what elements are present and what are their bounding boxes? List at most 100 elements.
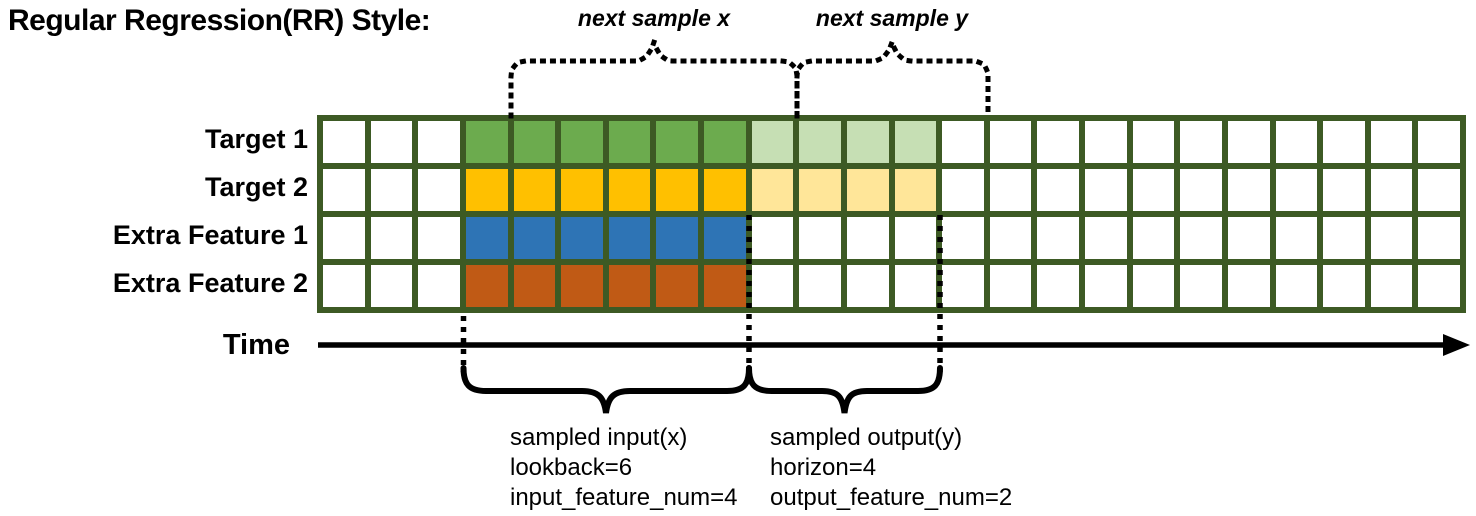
grid-cell — [370, 121, 413, 163]
grid-cell — [561, 217, 603, 259]
grid-cell — [846, 265, 889, 307]
grid-cell — [1227, 217, 1270, 259]
grid-cell — [751, 265, 794, 307]
grid-cell — [989, 169, 1032, 211]
grid-cell — [513, 217, 556, 259]
grid-cell — [465, 265, 508, 307]
next-sample-y-brace — [794, 33, 991, 119]
grid-cell — [513, 121, 556, 163]
grid-cell — [1180, 265, 1222, 307]
output-feature-num-line: output_feature_num=2 — [770, 484, 1013, 511]
grid-cell — [561, 265, 603, 307]
grid-cell — [1370, 121, 1413, 163]
grid-cell — [1275, 121, 1318, 163]
grid-cell — [942, 217, 984, 259]
next-sample-y-label: next sample y — [815, 5, 969, 31]
grid-cell — [751, 169, 794, 211]
grid-cell — [656, 217, 698, 259]
time-axis-arrowhead — [1443, 334, 1470, 356]
grid-cell — [942, 169, 984, 211]
grid-cell — [942, 121, 984, 163]
grid-cell — [751, 121, 794, 163]
sampled-input-line: sampled input(x) — [510, 424, 688, 451]
row-label-extra-feature-2: Extra Feature 2 — [112, 268, 308, 298]
sample-grid — [317, 115, 1466, 313]
grid-cell — [1037, 121, 1079, 163]
grid-cell — [465, 121, 508, 163]
grid-cell — [1085, 121, 1127, 163]
grid-cell — [846, 217, 889, 259]
grid-cell — [1227, 265, 1270, 307]
grid-cell — [1037, 169, 1079, 211]
row-label-target-2: Target 2 — [204, 172, 308, 202]
grid-cell — [1180, 121, 1222, 163]
grid-cell — [894, 169, 937, 211]
grid-cell — [1370, 169, 1413, 211]
grid-cell — [989, 121, 1032, 163]
grid-cell — [370, 169, 413, 211]
grid-cell — [323, 217, 365, 259]
grid-cell — [799, 121, 841, 163]
grid-cell — [418, 121, 460, 163]
lookback-line: lookback=6 — [510, 454, 633, 481]
grid-cell — [894, 217, 937, 259]
row-label-extra-feature-1: Extra Feature 1 — [112, 220, 308, 250]
grid-cell — [1275, 169, 1318, 211]
grid-cell — [704, 217, 746, 259]
grid-cell — [1180, 217, 1222, 259]
sampled-output-annotation: sampled output(y) horizon=4 output_featu… — [770, 423, 1012, 513]
next-sample-x-brace — [508, 33, 800, 119]
grid-cell — [942, 265, 984, 307]
grid-cell — [846, 121, 889, 163]
grid-cell — [418, 265, 460, 307]
input-feature-num-line: input_feature_num=4 — [510, 484, 738, 511]
grid-cell — [1227, 121, 1270, 163]
grid-cell — [1418, 265, 1460, 307]
grid-cell — [465, 217, 508, 259]
grid-cell — [799, 169, 841, 211]
grid-cell — [1037, 265, 1079, 307]
grid-cell — [894, 121, 937, 163]
grid-cell — [1132, 169, 1175, 211]
grid-cell — [1275, 265, 1318, 307]
next-sample-x-label: next sample x — [577, 5, 731, 31]
time-axis-label: Time — [222, 329, 290, 361]
sampled-input-annotation: sampled input(x) lookback=6 input_featur… — [510, 423, 738, 513]
grid-cell — [1323, 265, 1365, 307]
grid-cell — [608, 169, 651, 211]
grid-cell — [1132, 121, 1175, 163]
grid-cell — [1227, 169, 1270, 211]
grid-cell — [704, 121, 746, 163]
grid-cell — [1418, 169, 1460, 211]
grid-cell — [323, 121, 365, 163]
grid-cell — [704, 169, 746, 211]
sampled-input-underbrace — [460, 365, 752, 414]
grid-cell — [561, 169, 603, 211]
grid-cell — [323, 265, 365, 307]
grid-cell — [465, 169, 508, 211]
grid-cell — [1275, 217, 1318, 259]
grid-cell — [418, 217, 460, 259]
grid-cell — [370, 217, 413, 259]
grid-cell — [894, 265, 937, 307]
grid-cell — [799, 265, 841, 307]
grid-cell — [608, 121, 651, 163]
diagram-title: Regular Regression(RR) Style: — [8, 4, 431, 37]
grid-cell — [1085, 217, 1127, 259]
grid-cell — [513, 265, 556, 307]
grid-cell — [989, 217, 1032, 259]
grid-cell — [323, 169, 365, 211]
sampled-output-underbrace — [746, 365, 943, 414]
grid-cell — [656, 121, 698, 163]
grid-cell — [1037, 217, 1079, 259]
grid-cell — [513, 169, 556, 211]
grid-cell — [1085, 169, 1127, 211]
grid-cell — [1370, 217, 1413, 259]
grid-cell — [1323, 217, 1365, 259]
grid-cell — [1132, 217, 1175, 259]
grid-cell — [561, 121, 603, 163]
grid-cell — [1180, 169, 1222, 211]
grid-cell — [846, 169, 889, 211]
grid-cell — [656, 265, 698, 307]
